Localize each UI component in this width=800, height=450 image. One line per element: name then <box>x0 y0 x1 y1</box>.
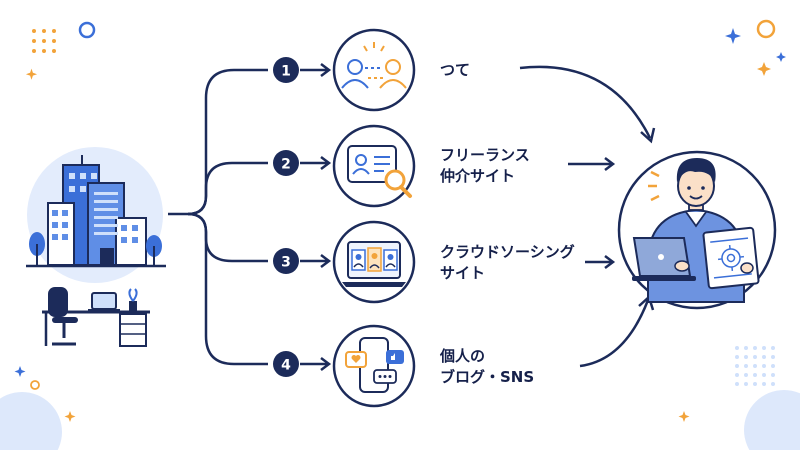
sparkle-icon <box>725 28 741 44</box>
dot-grid-top-left <box>32 29 56 53</box>
step-number-badge <box>273 351 299 377</box>
desk-workspace-icon <box>42 287 150 347</box>
step-number-badge <box>273 57 299 83</box>
step-number: 3 <box>281 255 291 271</box>
step-label-line1: クラウドソーシング <box>440 243 575 261</box>
people-connection-icon <box>341 42 407 89</box>
sparkle-icon <box>64 411 76 422</box>
step-number: 4 <box>281 358 291 374</box>
freelance-engineer-icon <box>617 150 777 310</box>
blob-decoration <box>744 390 800 450</box>
step-3: 3 <box>273 220 416 304</box>
step-label-line2: サイト <box>440 264 486 282</box>
branch-connectors <box>168 68 268 366</box>
step-1-label: つて <box>440 60 470 81</box>
arrow-icon <box>300 63 332 77</box>
step-number-badge <box>273 150 299 176</box>
sparkle-icon <box>678 411 690 422</box>
arrow-icon <box>300 357 332 371</box>
arrows-to-engineer <box>519 65 656 368</box>
profile-search-icon <box>347 145 412 198</box>
step-1: 1 <box>273 28 416 112</box>
step-label-line1: 個人の <box>440 347 486 365</box>
dot-grid-bottom-right <box>735 346 775 386</box>
step-2-label: フリーランス 仲介サイト <box>440 145 530 187</box>
step-3-label: クラウドソーシング サイト <box>440 242 575 284</box>
step-label-line1: フリーランス <box>440 146 530 164</box>
smartphone-social-icon <box>345 337 404 393</box>
laptop-profiles-icon <box>342 241 406 287</box>
step-2: 2 <box>273 124 416 208</box>
step-label-line2: ブログ・SNS <box>440 368 535 386</box>
ring-decoration <box>30 380 40 390</box>
company-office-icon <box>26 147 166 283</box>
arrow-icon <box>300 156 332 170</box>
step-label-line1: つて <box>440 61 471 79</box>
sparkle-icon <box>14 366 26 377</box>
channel-circle <box>332 28 416 112</box>
sparkle-icon <box>757 62 771 76</box>
background-decorations <box>0 19 800 450</box>
step-4: 4 <box>273 324 416 408</box>
step-4-label: 個人の ブログ・SNS <box>440 346 534 388</box>
ring-decoration <box>78 21 96 39</box>
step-number: 2 <box>281 157 291 173</box>
blob-decoration <box>0 392 62 450</box>
sparkle-icon <box>776 52 786 62</box>
arrow-icon <box>300 254 332 268</box>
sparkle-icon <box>25 68 38 80</box>
step-number-badge <box>273 248 299 274</box>
ring-decoration <box>756 19 776 39</box>
step-number: 1 <box>281 64 291 80</box>
step-label-line2: 仲介サイト <box>440 167 516 185</box>
